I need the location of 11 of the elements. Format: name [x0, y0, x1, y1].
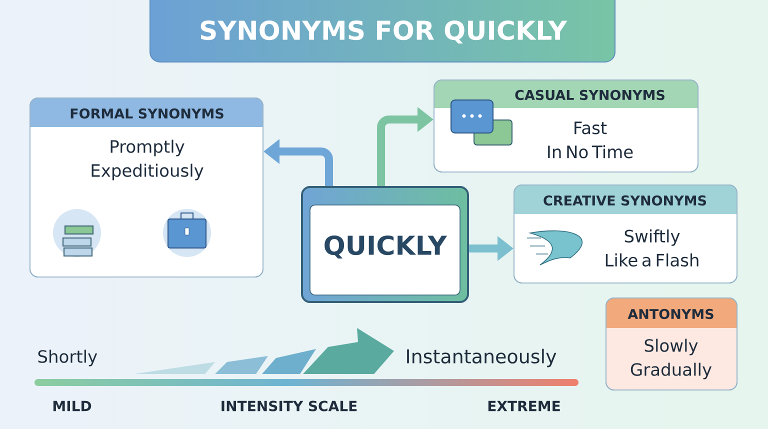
center-box: QUICKLY	[301, 186, 469, 303]
scale-label: Shortly	[38, 350, 98, 366]
scale-label: Instantaneously	[407, 348, 556, 368]
category-card: ANTONYMS Slowly Gradually	[606, 298, 738, 390]
title-banner: SYNONYMS FOR QUICKLY	[150, 0, 616, 62]
category-card: FORMAL SYNONYMS Promptly Expeditiously	[30, 98, 264, 278]
category-card: CREATIVE SYNONYMS Swiftly Like a Flash	[514, 184, 738, 284]
scale-caption: EXTREME	[488, 400, 560, 412]
scale-caption: MILD	[53, 400, 92, 412]
scale-caption: INTENSITY SCALE	[222, 400, 357, 412]
category-card: CASUAL SYNONYMS Fast In No Time	[434, 80, 698, 172]
